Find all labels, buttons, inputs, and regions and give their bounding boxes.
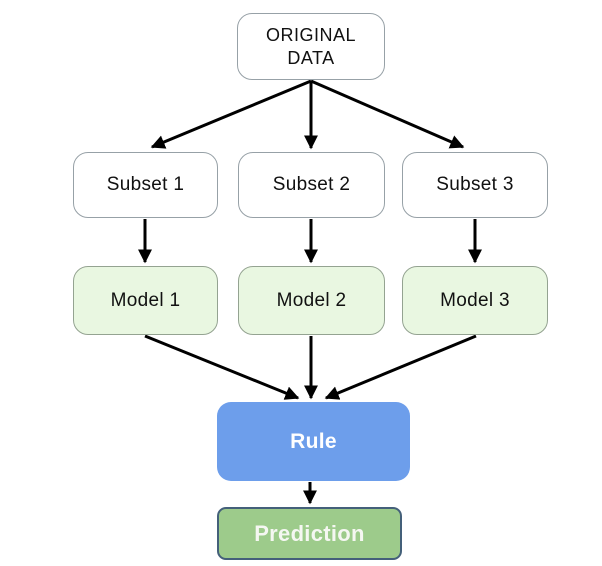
arrow-original-to-subset-1	[150, 79, 312, 149]
node-original-data: ORIGINAL DATA	[237, 13, 385, 80]
node-model-3: Model 3	[402, 266, 548, 335]
node-subset-2-label: Subset 2	[272, 174, 351, 195]
node-subset-1: Subset 1	[73, 152, 218, 218]
node-subset-3: Subset 3	[402, 152, 548, 218]
node-rule: Rule	[217, 402, 410, 481]
node-rule-label: Rule	[290, 429, 337, 453]
node-model-2: Model 2	[238, 266, 385, 335]
node-model-1: Model 1	[73, 266, 218, 335]
node-subset-1-label: Subset 1	[106, 174, 185, 195]
node-subset-2: Subset 2	[238, 152, 385, 218]
node-model-3-label: Model 3	[440, 289, 510, 311]
arrow-model-1-to-rule	[144, 334, 300, 400]
node-model-1-label: Model 1	[110, 289, 181, 311]
node-original-data-label: ORIGINAL DATA	[265, 25, 357, 68]
node-model-2-label: Model 2	[276, 289, 347, 311]
node-prediction-label: Prediction	[254, 520, 365, 546]
node-subset-3-label: Subset 3	[436, 174, 514, 195]
arrow-original-to-subset-3	[310, 79, 465, 149]
arrow-model-3-to-rule	[324, 334, 477, 400]
node-prediction: Prediction	[217, 507, 402, 560]
